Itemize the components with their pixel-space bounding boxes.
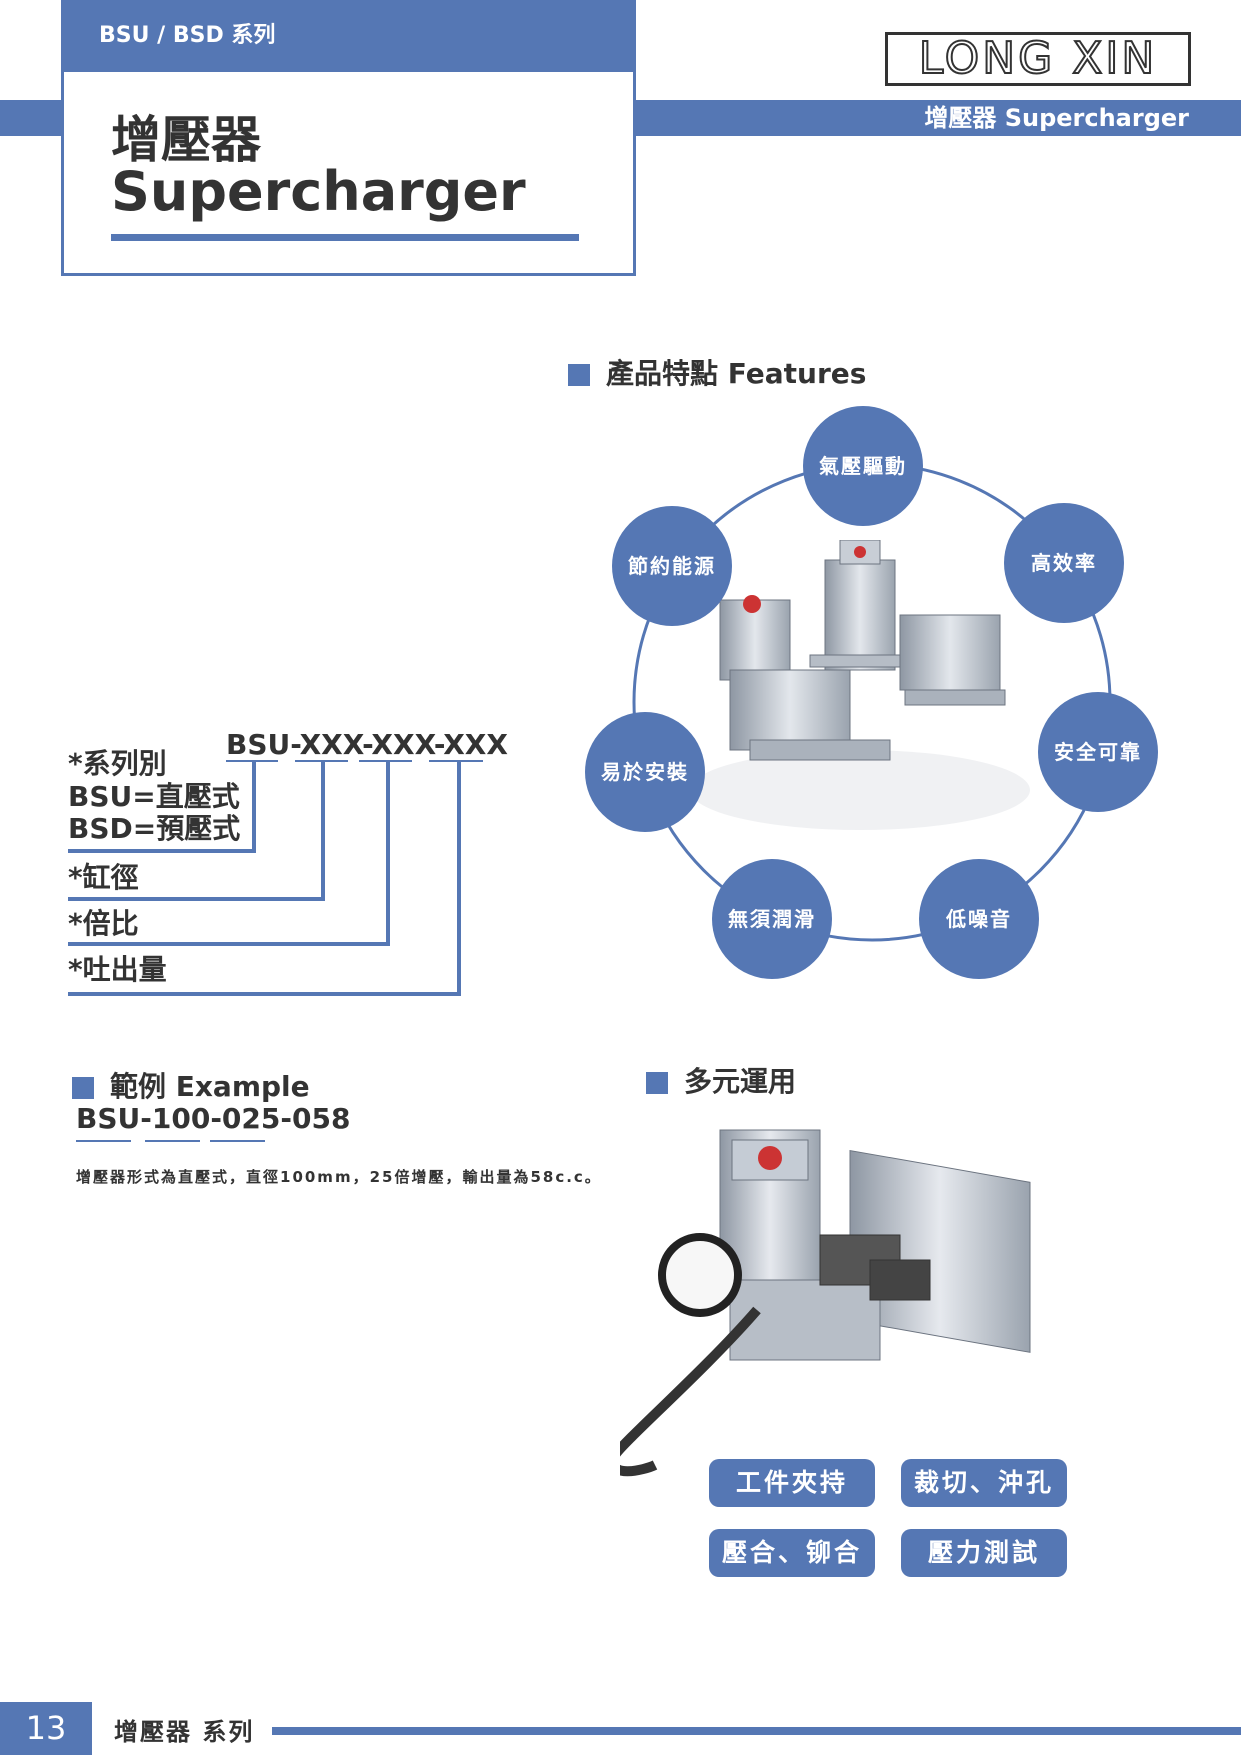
connector-line bbox=[68, 897, 325, 901]
series-tab: BSU / BSD 系列 bbox=[61, 0, 636, 72]
square-bullet-icon bbox=[646, 1072, 668, 1094]
label-bore: *缸徑 bbox=[68, 861, 139, 894]
label-bsd: BSD=預壓式 bbox=[68, 812, 241, 845]
connector-line bbox=[457, 760, 461, 996]
connector-line bbox=[68, 849, 256, 853]
square-bullet-icon bbox=[568, 364, 590, 386]
app-pill-workpiece-clamping: 工件夾持 bbox=[709, 1459, 875, 1507]
features-heading-text: 產品特點 Features bbox=[606, 357, 867, 390]
example-heading: 範例 Example bbox=[72, 1065, 310, 1105]
applications-heading: 多元運用 bbox=[646, 1060, 796, 1100]
footer-text: 增壓器 系列 bbox=[114, 1718, 255, 1746]
connector-line bbox=[386, 760, 390, 946]
example-heading-text: 範例 Example bbox=[110, 1070, 310, 1103]
square-bullet-icon bbox=[72, 1077, 94, 1099]
header-subtitle: 增壓器 Supercharger bbox=[924, 104, 1189, 132]
example-code-underline bbox=[145, 1140, 200, 1142]
applications-heading-text: 多元運用 bbox=[684, 1065, 797, 1098]
app-pill-press-riveting: 壓合、铆合 bbox=[709, 1529, 875, 1577]
connector-line bbox=[252, 760, 256, 853]
example-code: BSU-100-025-058 bbox=[76, 1102, 351, 1135]
supercharger-application-image bbox=[620, 1129, 1031, 1477]
footer-line bbox=[272, 1727, 1241, 1735]
feature-bubble-safe: 安全可靠 bbox=[1038, 692, 1158, 812]
example-code-underline bbox=[210, 1140, 265, 1142]
page-number: 13 bbox=[0, 1702, 92, 1755]
code-segment-underline bbox=[359, 760, 412, 762]
example-code-underline bbox=[76, 1140, 131, 1142]
feature-bubble-pneumatic: 氣壓驅動 bbox=[803, 406, 923, 526]
page-title-zh: 增壓器 bbox=[111, 111, 261, 169]
app-pill-pressure-test: 壓力測試 bbox=[901, 1529, 1067, 1577]
label-bsu: BSU=直壓式 bbox=[68, 780, 240, 813]
example-description: 增壓器形式為直壓式，直徑100mm，25倍增壓，輸出量為58c.c。 bbox=[76, 1168, 602, 1186]
brand-logo: LONG XIN bbox=[885, 32, 1191, 86]
title-underline bbox=[111, 234, 579, 241]
label-ratio: *倍比 bbox=[68, 907, 139, 940]
connector-line bbox=[321, 760, 325, 901]
label-series: *系列別 bbox=[68, 747, 167, 780]
feature-bubble-energy-saving: 節約能源 bbox=[612, 506, 732, 626]
connector-line bbox=[68, 942, 390, 946]
feature-bubble-easy-install: 易於安裝 bbox=[585, 712, 705, 832]
feature-bubble-low-noise: 低噪音 bbox=[919, 859, 1039, 979]
connector-line bbox=[68, 992, 461, 996]
header-left-bar bbox=[0, 100, 62, 136]
feature-bubble-no-lube: 無須潤滑 bbox=[712, 859, 832, 979]
features-heading: 產品特點 Features bbox=[568, 352, 866, 392]
code-segment-underline bbox=[429, 760, 483, 762]
app-pill-cutting-punching: 裁切、沖孔 bbox=[901, 1459, 1067, 1507]
supercharger-product-image bbox=[690, 540, 1030, 830]
feature-bubble-efficiency: 高效率 bbox=[1004, 503, 1124, 623]
model-code: BSU-XXX-XXX-XXX bbox=[226, 728, 508, 761]
header-right-bar bbox=[636, 100, 1241, 136]
label-output: *吐出量 bbox=[68, 953, 167, 986]
page-title-en: Supercharger bbox=[111, 160, 526, 223]
